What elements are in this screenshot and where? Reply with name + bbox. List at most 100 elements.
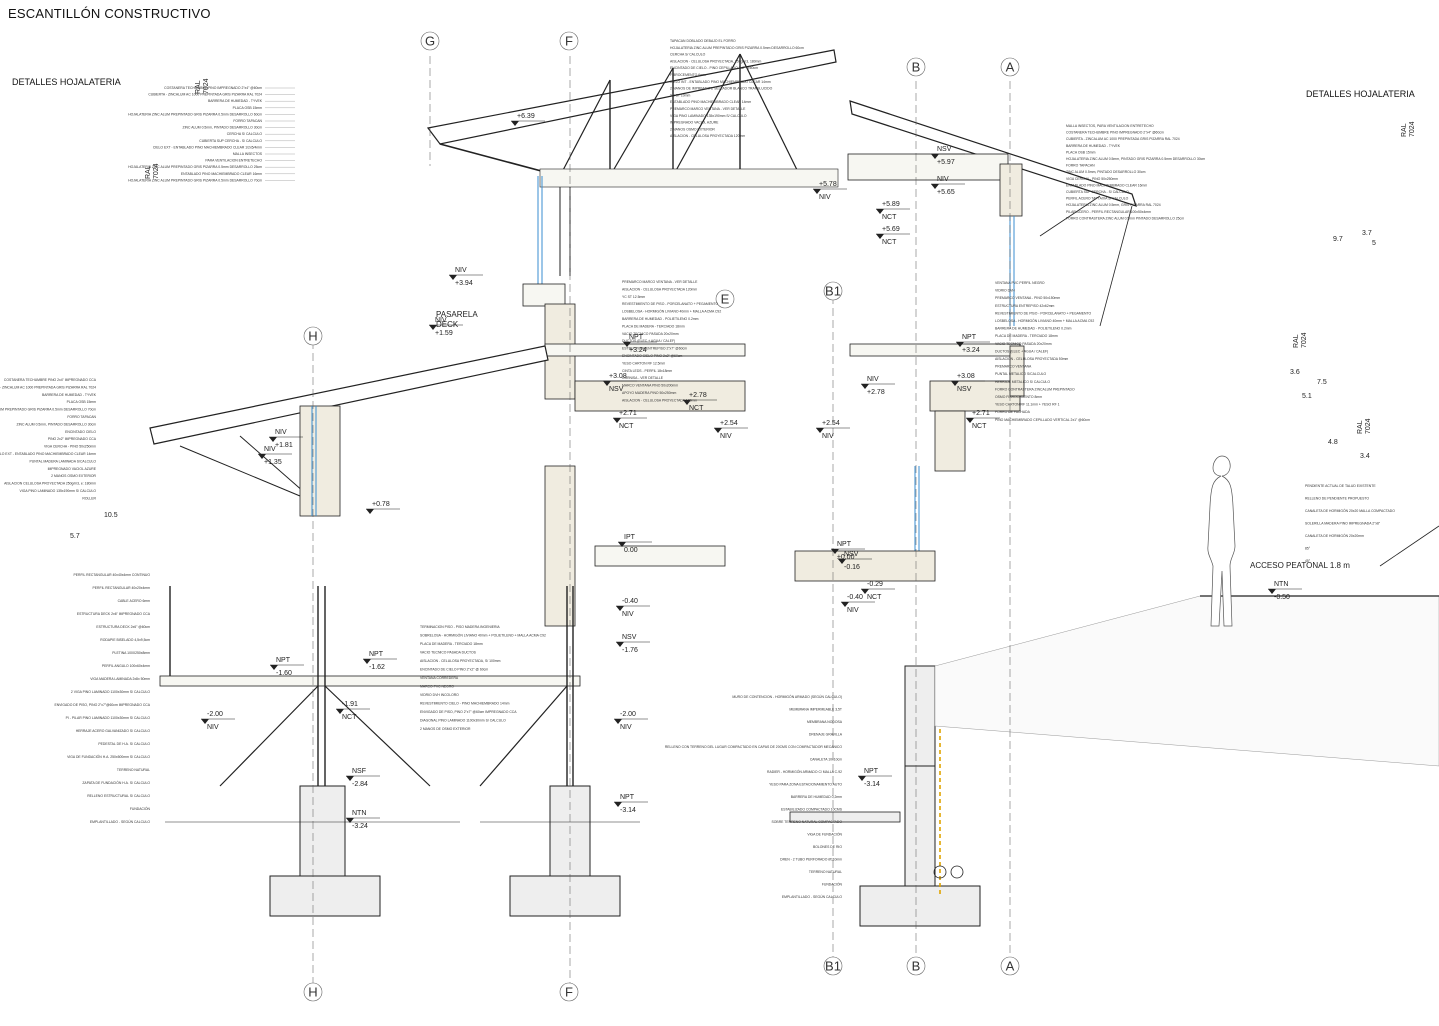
note-mid-center: YESO CARTON RF 12.5mm	[622, 361, 665, 365]
note-roof-left: HOJALATERIA ZINC ALUM PREPINTADO GRIS PI…	[128, 112, 262, 116]
note-deck: ESTRUCTURA DECK 2x6" IMPREGNADO CCA	[77, 612, 151, 616]
right-roof	[847, 100, 1137, 327]
level-marker-triangle	[931, 184, 939, 189]
note-roof-right: HOJALATERIA ZINC ALUM 0.5mm, PINTADO GRI…	[1066, 157, 1205, 161]
note-mid-right: PREMARCO VENTANA - PINO 50x150mm	[995, 296, 1060, 300]
note-mid-right: ESTRUCTURA ENTREPISO 42x62mm	[995, 304, 1055, 308]
note-lower-center: ENCINTADO DE CIELO PINO 2"x2" @ 60cm	[420, 668, 488, 672]
dimension-value: 5.7	[70, 533, 80, 540]
deck-and-pilings	[159, 586, 640, 917]
grid-axis-bottom-b-circle	[906, 956, 926, 976]
level-marker-triangle	[613, 418, 621, 423]
grid-axis-bottom-f: F	[565, 985, 573, 1000]
note-roof-right: CUBIERTA - ZINCALUM AC 1000 PREPINTADA G…	[1066, 137, 1180, 141]
note-lower-left: VIGA PINO LAMINADO 135x190mm S/ CALCULO	[19, 489, 96, 493]
note-lower-center: DIAGONAL PINO LAMINADO 1100x30mm S/ CALC…	[420, 719, 506, 723]
level-value: -3.14	[620, 807, 636, 814]
level-marker-triangle	[363, 659, 371, 664]
level-marker-triangle	[270, 665, 278, 670]
note-deck: HERRAJE ACERO GALVANIZADO S/ CALCULO	[76, 729, 151, 733]
note-site: CANALETA DE HORMIGÓN 20x20 MALLA COMPACT…	[1305, 508, 1395, 513]
level-name: NPT	[962, 334, 977, 341]
note-lower-center: ENVIGADO DE PISO, PINO 2"x7" @60cm IMPRE…	[420, 710, 517, 714]
level-value: +3.94	[455, 280, 473, 287]
level-marker-triangle	[618, 542, 626, 547]
grid-axis-bottom-a: A	[1006, 959, 1015, 974]
note-deck: VIGA MADERA LAMINADA 2x8x 50mm	[90, 677, 150, 681]
level-marker-triangle	[346, 776, 354, 781]
level-marker-triangle	[831, 549, 839, 554]
note-deck: PERFIL RECTANGULAR 40x40x4mm CONTINUO	[74, 573, 151, 577]
note-lower-left: COSTANERA TECHUMBRE PINO 2x4" IMPREGNADO…	[4, 378, 97, 382]
note-deck: PERFIL RECTANGULAR 40x20x4mm	[93, 586, 151, 590]
level-marker-triangle	[858, 776, 866, 781]
note-mid-center: CORNISA - VER DETALLE	[622, 376, 664, 380]
level-value: NIV	[207, 724, 219, 731]
note-lower-right: DRENAJE GRAVILLA	[809, 733, 843, 737]
ral-number: 7024	[203, 78, 210, 94]
note-site: 45°	[1305, 559, 1311, 563]
note-lower-right: BARRERA DE HUMEDAD 0,2mm	[791, 795, 842, 799]
note-mid-right: VACIO TECNICO PASADA 20x20mm	[995, 342, 1052, 346]
note-roof-left: HOJALATERIA ZINC ALUM PREPINTADO GRIS PI…	[128, 178, 262, 182]
note-lower-left: PLACA OSB 15mm	[67, 400, 97, 404]
note-lower-left: BARRERA DE HUMEDAD - TYVEK	[42, 393, 97, 397]
level-value: +3.24	[962, 347, 980, 354]
note-deck: FUNDACIÓN	[130, 806, 151, 811]
mid-floor-assemblies	[522, 283, 1025, 627]
note-mid-center: PREMARCO MARCO VENTANA - VER DETALLE	[622, 280, 698, 284]
deck-label-line: DECK	[436, 320, 459, 329]
level-marker-triangle	[1268, 589, 1276, 594]
note-roof-right: FORRO TAPACAN	[1066, 164, 1095, 168]
note-site: SOLERILLA MADERA PINO IMPREGNADA 2"x8"	[1305, 522, 1381, 526]
note-roof-left: ENTABLADO PINO MACHIEMBRADO CLEAR 16mm	[181, 172, 262, 176]
level-name: NTN	[352, 810, 366, 817]
note-lower-right: CANALETA 10x10cm	[810, 758, 842, 762]
level-name: -0.29	[867, 581, 883, 588]
grid-axis-top-b-circle	[906, 57, 926, 77]
level-marker-triangle	[511, 121, 519, 126]
dimension-value: 3.7	[1362, 230, 1372, 237]
level-value: NCT	[882, 214, 897, 221]
note-lower-left: CUBIERTA - ZINCALUM AC 1000 PREPINTADA G…	[0, 385, 96, 389]
note-mid-right: PREMARCO VENTANA	[995, 365, 1032, 369]
flashing-details-right: DETALLES HOJALATERIA	[1306, 89, 1415, 99]
note-roof-right: PLACA OSB 15mm	[1066, 150, 1096, 154]
note-mid-center: BARRERA DE HUMEDAD - POLIETILENO 0.2mm	[622, 317, 699, 321]
grid-axis-top-g-circle	[420, 31, 440, 51]
note-mid-center: DUCTOS (ELEC + AGUA / CALEF)	[622, 339, 675, 343]
note-mid-center: AISLACION - CELULOSA PROYECTADA 120mm	[622, 287, 697, 291]
note-site: RELLENO DE PENDIENTE PROPUESTO	[1305, 497, 1369, 501]
level-marker-triangle	[956, 342, 964, 347]
level-name: NIV	[455, 267, 467, 274]
ral-number: 7024	[153, 163, 160, 179]
note-mid-center: CINTA LEDS - PERFIL 18x18mm	[622, 369, 672, 373]
dimension-value: 4.8	[1328, 439, 1338, 446]
grid-axis-top-f-circle	[559, 31, 579, 51]
flashing-details-left: DETALLES HOJALATERIA	[12, 77, 121, 87]
level-name: +5.89	[882, 201, 900, 208]
note-deck: PI - PILAR PINO LAMINADO 1100x30mm S/ CA…	[66, 716, 151, 720]
lower-left-roof	[149, 345, 549, 517]
level-marker-triangle	[966, 418, 974, 423]
note-lower-left: ROLLER	[82, 496, 96, 500]
grid-axis-mid-e-circle	[715, 289, 735, 309]
level-value: +5.65	[937, 189, 955, 196]
grid-axis-mid-b1: B1	[825, 284, 841, 299]
level-name: -0.40	[622, 598, 638, 605]
level-name: NPT	[864, 768, 879, 775]
note-roof-center: IMPREGNADO VACIOL AZURE	[670, 121, 719, 125]
dimension-value: 7.5	[1317, 379, 1327, 386]
note-lower-left: 2 MANOS OSMO EXTERIOR	[51, 474, 96, 478]
note-lower-center: VIDRIO DVH INCOLORO	[420, 693, 459, 697]
note-roof-center: 2 MANOS DE IMPRIMANTE SELLADOR BLANCO TR…	[670, 87, 773, 91]
grid-axis-top-a-circle	[1000, 57, 1020, 77]
level-value: ±0.00	[837, 554, 855, 561]
note-mid-right: AISLACION - CELULOSA PROYECTADA 50mm	[995, 357, 1068, 361]
note-deck: RODAPIE BISELADO 4,5x9,5cm	[100, 638, 150, 642]
deck-label-line: PASARELA	[436, 310, 478, 319]
human-figure	[1207, 455, 1236, 627]
note-mid-center: YC ST 12.5mm	[622, 295, 645, 299]
level-name: +3.08	[609, 373, 627, 380]
